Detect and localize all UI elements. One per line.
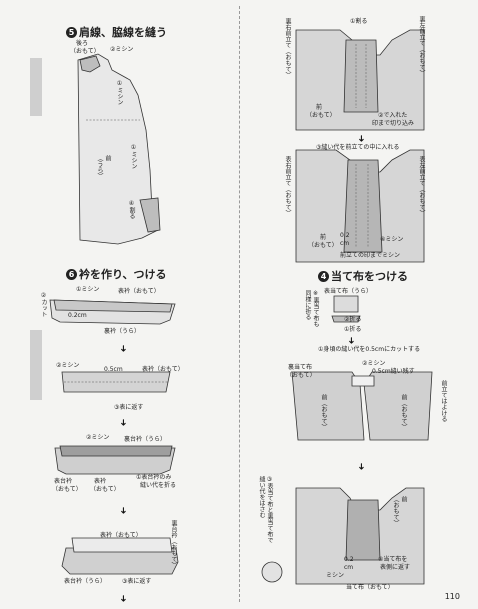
fig-d-label: ①身頃の縫い代を0.5cmにカットする <box>318 346 421 353</box>
fig-e-mishin-label: ミシン <box>326 572 345 579</box>
fig-a-right-label: 裏左前立て（おもて） <box>418 16 425 76</box>
step5-number: 5 <box>66 26 77 38</box>
arrow-down-r3: ➜ <box>355 462 366 471</box>
collar2-mishin-label: ②ミシン <box>56 362 80 369</box>
collar3-fold2-label: 縫い代を折る <box>140 482 177 489</box>
fig-c-fold1-label: ①折る <box>344 326 362 333</box>
fig-a-cut-label: ②で入れた <box>378 112 408 119</box>
fig-e-omoteate-label: 当て布（おもて） <box>346 584 394 591</box>
fig-e-omote-label: （おもて） <box>392 496 399 526</box>
collar4-omotedai-label: 表台衿（うら） <box>64 578 107 585</box>
arrow-down-2: ➜ <box>117 418 128 427</box>
collar4-omote-label: 表衿（おもて） <box>100 532 142 539</box>
fig-b-cm-label: cm <box>340 240 350 247</box>
collar3-omote-label: 表衿 <box>94 478 107 485</box>
mishin2-label: ②ミシン <box>110 46 134 53</box>
mishin1-label: ①ミシン <box>116 80 123 105</box>
arrow-down-3: ➜ <box>117 506 128 515</box>
fig-a-left-label: 裏右前立て（おもて） <box>284 18 291 78</box>
fig-e-turn2-label: 表側に返す <box>380 564 411 571</box>
fig-e-02-label: 0.2 <box>344 556 354 563</box>
fig-b-label: ③縫い代を前立ての中に入れる <box>316 144 400 151</box>
fig-d-maedate-label: 前立てはよける <box>440 380 447 422</box>
collar3-omote2-label: （おもて） <box>90 486 120 493</box>
arrow-down-4: ➜ <box>117 594 128 603</box>
step5-title: 肩線、脇線を縫う <box>79 26 167 39</box>
fig-b-front-label: 前 <box>320 234 327 241</box>
side-tab-lower <box>30 330 42 400</box>
collar2-turn-label: ③表に返す <box>114 404 144 411</box>
fig-b-right-label: 表左前立て（おもて） <box>418 156 425 216</box>
collar2-omote-label: 表衿（おもて） <box>142 366 184 373</box>
step6-heading: 6 衿を作り、つける <box>66 266 167 282</box>
arrow-down-1: ➜ <box>117 344 128 353</box>
collar4-uradai-label: 裏台衿（おもて） <box>170 520 177 568</box>
back-omote-label: （おもて） <box>70 48 100 55</box>
wari-label: ④割る <box>128 200 135 219</box>
fig-e-cm-label: cm <box>344 564 354 571</box>
fig-a-front-label: 前 <box>316 104 323 111</box>
collar-mishin1-label: ①ミシン <box>76 286 100 293</box>
page-number: 110 <box>444 592 460 601</box>
arrow-down-r2: ➜ <box>345 336 356 345</box>
fig-d-nokosu-label: 0.5cm縫い残す <box>372 368 415 375</box>
back-label: 後ろ <box>76 40 89 47</box>
collar-omote-label: 表衿（おもて） <box>118 288 160 295</box>
fig-d-omote-label: （おもて） <box>286 372 316 379</box>
fig-e-note-label: ③表当て布と裏当て布で <box>266 476 273 543</box>
collar2-05cm-label: 0.5cm <box>104 366 123 373</box>
fig-d-mishin-label: ②ミシン <box>362 360 386 367</box>
step5-heading: 5 肩線、脇線を縫う <box>66 24 167 40</box>
step4-number: 4 <box>318 270 329 282</box>
side-tab-upper <box>30 58 42 116</box>
fig-e-turn-label: ④当て布を <box>378 556 408 563</box>
fig-d-uraate-label: 裏当て布 <box>288 364 313 371</box>
column-divider <box>239 6 240 602</box>
fig-b-mae-label: 前立ての印までミシン <box>340 252 401 259</box>
fig-b-02-label: 0.2 <box>340 232 350 239</box>
fig-e-front-label: 前 <box>400 496 407 502</box>
step6-title: 衿を作り、つける <box>79 268 167 281</box>
collar-cut-label: ②カット <box>40 292 47 317</box>
arrow-down-r1: ➜ <box>355 134 366 143</box>
fig-e-note2-label: 縫い代をはさむ <box>258 476 265 518</box>
fig-d-front-right-label: 前（おもて） <box>400 394 407 430</box>
front-label: 前 <box>104 155 111 161</box>
fig-b-omote-label: （おもて） <box>308 242 338 249</box>
collar3-omotedai2-label: （おもて） <box>52 486 82 493</box>
collar3-uradai-label: 裏台衿（うら） <box>124 436 167 443</box>
fig-c-fold2-label: ②折る <box>344 316 362 323</box>
fig-a-cut2-label: 印まで切り込み <box>372 120 415 127</box>
collar-ura-label: 裏衿（うら） <box>104 328 141 335</box>
collar3-omotedai-label: 表台衿 <box>54 478 73 485</box>
collar4-turn-label: ③表に返す <box>122 578 152 585</box>
step4-title: 当て布をつける <box>331 270 408 283</box>
side-mishin-label: ①ミシン <box>130 144 137 169</box>
fig-d-front-left-label: 前（おもて） <box>320 394 327 430</box>
fig-a-wari-label: ①割る <box>350 18 368 25</box>
fig-a-omote-label: （おもて） <box>306 112 336 119</box>
fig-c-note2-label: 同様に折る <box>304 290 311 320</box>
collar-02cm-label: 0.2cm <box>68 312 87 319</box>
fig-c-note-label: ※裏当て布も <box>312 290 319 327</box>
collar3-fold-label: ①表台衿のみ <box>136 474 172 481</box>
fig-b-mishin-label: ④ミシン <box>380 236 404 243</box>
collar3-mishin-label: ②ミシン <box>86 434 110 441</box>
step6-number: 6 <box>66 268 77 280</box>
step4-heading: 4 当て布をつける <box>318 268 408 284</box>
fig-c-atedome-label: 表当て布（うら） <box>324 288 373 295</box>
front-ura-label: （うら） <box>96 155 103 179</box>
fig-b-left-label: 表右前立て（おもて） <box>284 156 291 216</box>
